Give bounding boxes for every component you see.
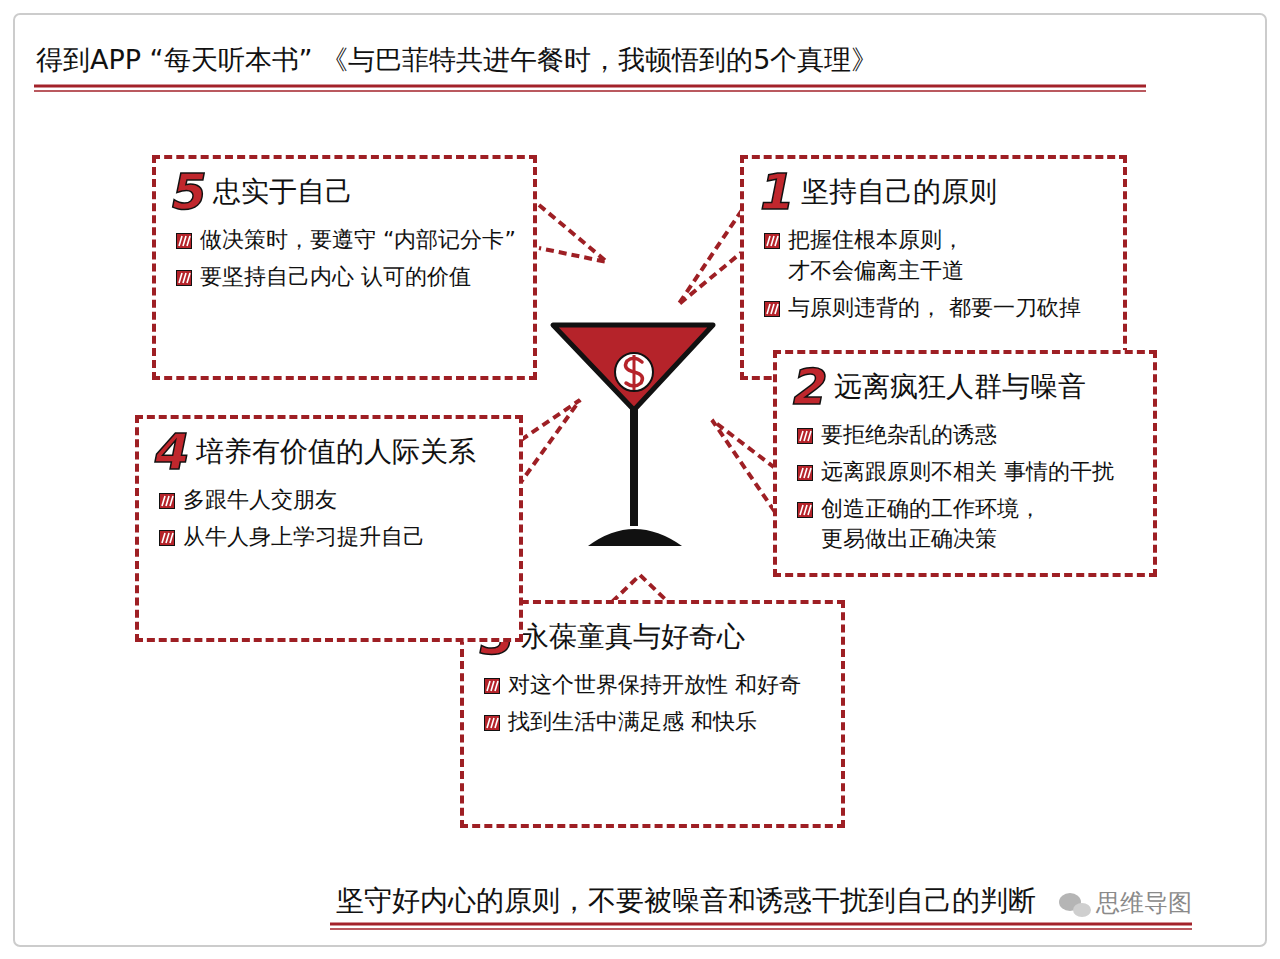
callout-box: 2远离疯狂人群与噪音要拒绝杂乱的诱惑远离跟原则不相关 事情的干扰创造正确的工作环… — [773, 350, 1157, 577]
bullet-text: 把握住根本原则， 才不会偏离主干道 — [788, 225, 1107, 287]
bullet-icon — [764, 233, 780, 249]
bullet-icon — [484, 715, 500, 731]
callout-tail — [521, 400, 580, 482]
watermark-icon — [1059, 893, 1091, 917]
title-underline — [34, 90, 1146, 92]
page-frame — [14, 14, 1266, 946]
bullet-row: 把握住根本原则， 才不会偏离主干道 — [764, 225, 1107, 287]
bullet-icon — [176, 233, 192, 249]
bullet-row: 要拒绝杂乱的诱惑 — [797, 420, 1137, 451]
bullet-row: 与原则违背的， 都要一刀砍掉 — [764, 293, 1107, 324]
callout-tail — [712, 420, 775, 512]
callout-box: 4培养有价值的人际关系多跟牛人交朋友从牛人身上学习提升自己 — [135, 415, 523, 642]
bullet-text: 与原则违背的， 都要一刀砍掉 — [788, 293, 1081, 324]
callout-number: 1 — [760, 167, 795, 217]
bullet-icon — [797, 428, 813, 444]
bullet-text: 做决策时，要遵守 “内部记分卡” — [200, 225, 516, 256]
page-caption: 坚守好内心的原则，不要被噪音和诱惑干扰到自己的判断 — [336, 884, 1036, 918]
bullet-text: 要坚持自己内心 认可的价值 — [200, 262, 471, 293]
bullet-row: 找到生活中满足感 和快乐 — [484, 707, 825, 738]
bullet-icon — [176, 270, 192, 286]
bullet-icon — [159, 530, 175, 546]
box-heading: 远离疯狂人群与噪音 — [834, 370, 1086, 404]
bullet-text: 多跟牛人交朋友 — [183, 485, 337, 516]
callout-box: 1坚持自己的原则把握住根本原则， 才不会偏离主干道与原则违背的， 都要一刀砍掉 — [740, 155, 1127, 380]
callout-box: 5忠实于自己做决策时，要遵守 “内部记分卡” 要坚持自己内心 认可的价值 — [152, 155, 537, 380]
box-heading: 坚持自己的原则 — [801, 175, 997, 209]
bullet-row: 要坚持自己内心 认可的价值 — [176, 262, 517, 293]
box-header: 1坚持自己的原则 — [760, 167, 1107, 217]
box-header: 5忠实于自己 — [172, 167, 517, 217]
box-heading: 培养有价值的人际关系 — [196, 435, 476, 469]
callout-number: 2 — [793, 362, 828, 412]
page-title: 得到APP “每天听本书” 《与巴菲特共进午餐时，我顿悟到的5个真理》 — [36, 44, 878, 76]
bullet-row: 做决策时，要遵守 “内部记分卡” — [176, 225, 517, 256]
callout-tail — [612, 575, 668, 602]
caption-underline — [330, 923, 1192, 926]
bullet-text: 远离跟原则不相关 事情的干扰 — [821, 457, 1114, 488]
callout-tails — [521, 205, 775, 602]
bullet-row: 多跟牛人交朋友 — [159, 485, 503, 516]
bullet-text: 从牛人身上学习提升自己 — [183, 522, 425, 553]
watermark: 思维导图 — [1096, 889, 1192, 918]
callout-number: 5 — [172, 167, 207, 217]
bullet-text: 创造正确的工作环境， 更易做出正确决策 — [821, 494, 1137, 556]
bullet-icon — [764, 301, 780, 317]
bullet-icon — [159, 493, 175, 509]
box-heading: 忠实于自己 — [213, 175, 353, 209]
bullet-row: 远离跟原则不相关 事情的干扰 — [797, 457, 1137, 488]
bullet-row: 从牛人身上学习提升自己 — [159, 522, 503, 553]
bullet-icon — [797, 465, 813, 481]
bullet-icon — [484, 678, 500, 694]
cocktail-glass — [553, 325, 713, 546]
bullet-row: 对这个世界保持开放性 和好奇 — [484, 670, 825, 701]
box-header: 2远离疯狂人群与噪音 — [793, 362, 1137, 412]
bullet-text: 对这个世界保持开放性 和好奇 — [508, 670, 801, 701]
title-underline — [34, 85, 1146, 88]
bullet-icon — [797, 502, 813, 518]
bullet-row: 创造正确的工作环境， 更易做出正确决策 — [797, 494, 1137, 556]
caption-underline — [330, 928, 1192, 930]
box-heading: 永葆童真与好奇心 — [521, 620, 745, 654]
callout-tail — [539, 205, 607, 262]
callout-tail — [678, 210, 742, 305]
bullet-text: 找到生活中满足感 和快乐 — [508, 707, 757, 738]
box-header: 4培养有价值的人际关系 — [155, 427, 503, 477]
box-header: 3永葆童真与好奇心 — [480, 612, 825, 662]
callout-number: 4 — [155, 427, 190, 477]
bullet-text: 要拒绝杂乱的诱惑 — [821, 420, 997, 451]
